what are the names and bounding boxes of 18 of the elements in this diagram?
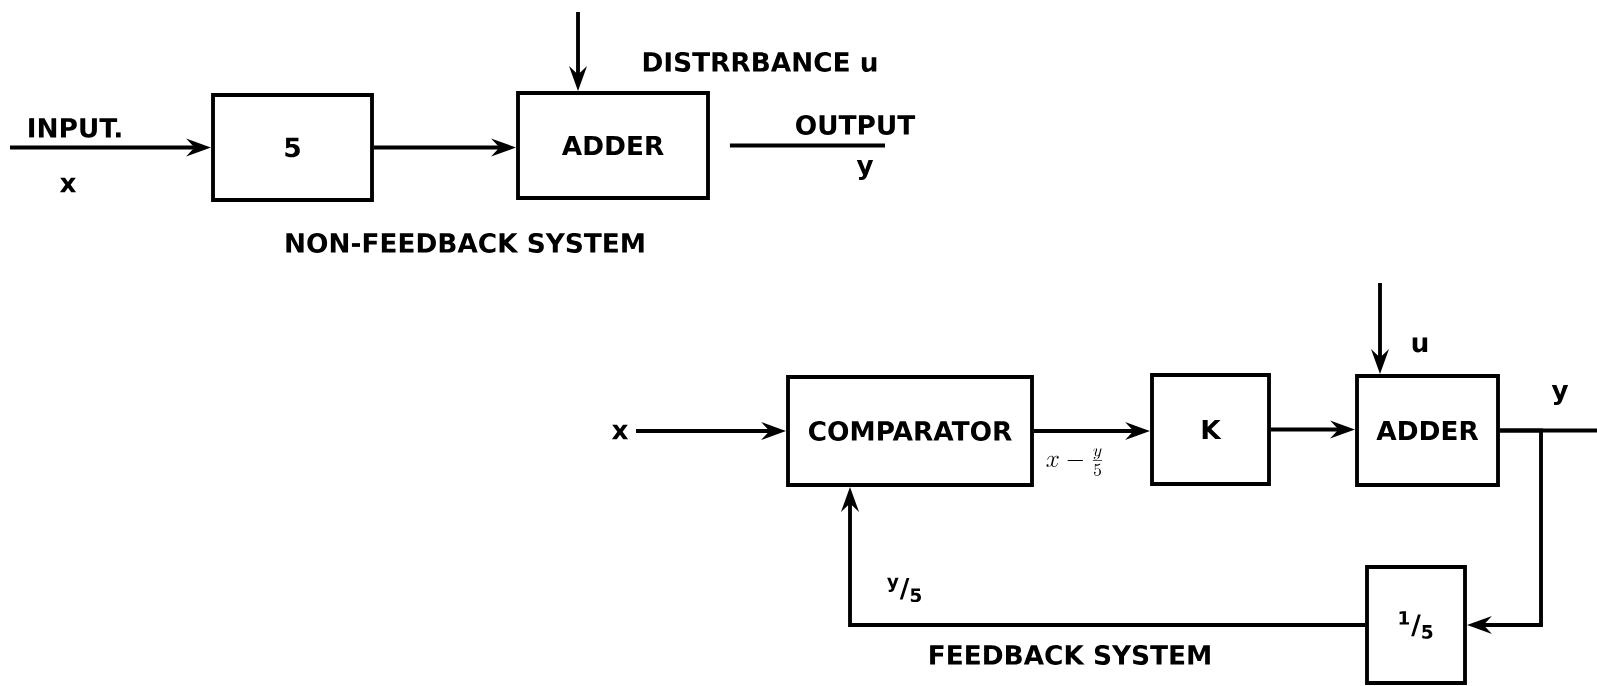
block-box: ADDER	[1355, 374, 1500, 487]
text-label: FEEDBACK SYSTEM	[930, 645, 1210, 665]
edge-label: INPUT.	[24, 116, 126, 140]
block-box: ADDER	[516, 91, 710, 200]
edge-label: y	[1549, 383, 1571, 407]
edge-label: u	[1408, 335, 1432, 355]
edge-label: OUTPUT	[793, 113, 917, 137]
edge-label: $^{y}$/$_{5}$	[885, 576, 925, 604]
text-label: y	[856, 159, 874, 180]
edge-label: $x - \frac{y}{5}$	[1044, 446, 1106, 478]
block-box: K	[1150, 373, 1271, 486]
edge-label: DISTRRBANCE u	[639, 50, 881, 74]
block-box: $^{1}$/$_{5}$	[1365, 565, 1467, 685]
text-label: x	[59, 177, 77, 193]
text-label: NON-FEEDBACK SYSTEM	[286, 233, 644, 253]
block-box: 5	[211, 93, 374, 202]
block-box: COMPARATOR	[786, 375, 1034, 487]
edge-label: x	[609, 423, 631, 441]
